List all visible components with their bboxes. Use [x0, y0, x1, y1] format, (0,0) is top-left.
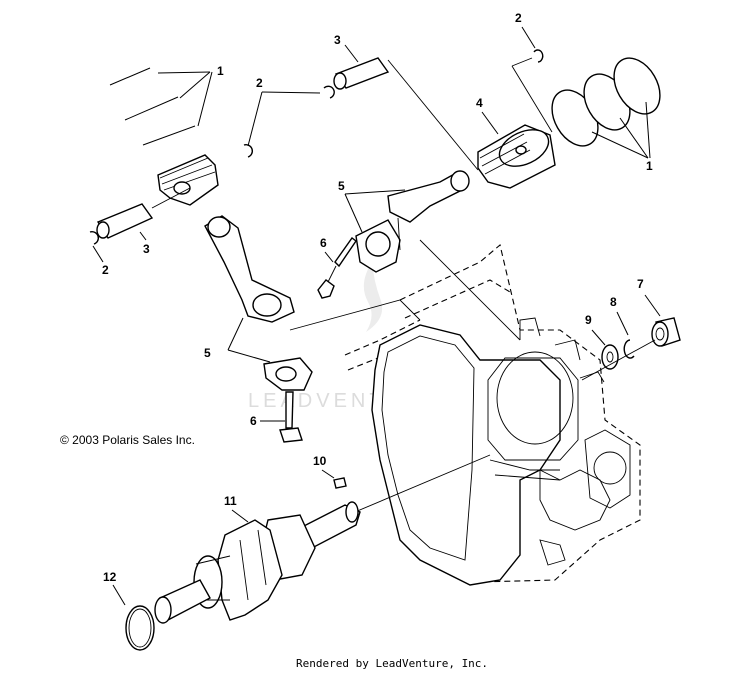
callout-snap-ring: 8	[610, 295, 617, 309]
callout-key: 10	[313, 454, 327, 468]
piston-left	[157, 154, 219, 206]
bolt-left: 6	[250, 391, 303, 443]
snap-ring: 8	[610, 295, 635, 359]
footer-credit: Rendered by LeadVenture, Inc.	[296, 657, 488, 670]
callout-crankshaft: 11	[224, 494, 237, 508]
circlip-bottom-left: 2	[89, 230, 109, 277]
piston-pin-top: 3	[323, 33, 479, 171]
oil-seal: 9	[585, 313, 619, 370]
callout-o-ring: 12	[103, 570, 117, 584]
o-ring: 12	[103, 570, 155, 651]
piston-right: 4	[476, 96, 556, 189]
connecting-rod-right: 5	[338, 170, 521, 341]
circlip-top-right: 2	[511, 11, 553, 133]
callout-rod-left: 5	[204, 346, 211, 360]
callout-rod-right: 5	[338, 179, 345, 193]
callout-piston-right: 4	[476, 96, 483, 110]
callout-bolt-left: 6	[250, 414, 257, 428]
piston-rings-left: 1	[109, 64, 224, 146]
piston-pin-left: 3	[96, 187, 191, 256]
bolt-right: 6	[317, 236, 357, 299]
bearing: 7	[581, 277, 681, 381]
callout-circlip-left: 2	[256, 76, 263, 90]
callout-circlip-top-right: 2	[515, 11, 522, 25]
circlip-left: 2	[243, 76, 321, 158]
crankcase	[344, 243, 641, 586]
callout-seal: 9	[585, 313, 592, 327]
piston-rings-right: 1	[551, 57, 661, 173]
callout-rings-left: 1	[217, 64, 224, 78]
callout-bearing: 7	[637, 277, 644, 291]
callout-pin-top: 3	[334, 33, 341, 47]
callout-circlip-bottom-left: 2	[102, 263, 109, 277]
woodruff-key: 10	[313, 454, 347, 489]
callout-rings-right: 1	[646, 159, 653, 173]
callout-bolt-right: 6	[320, 236, 327, 250]
callout-pin-left: 3	[143, 242, 150, 256]
connecting-rod-left: 5	[204, 215, 421, 391]
crankshaft: 11	[154, 454, 491, 624]
copyright-text: © 2003 Polaris Sales Inc.	[60, 433, 195, 447]
